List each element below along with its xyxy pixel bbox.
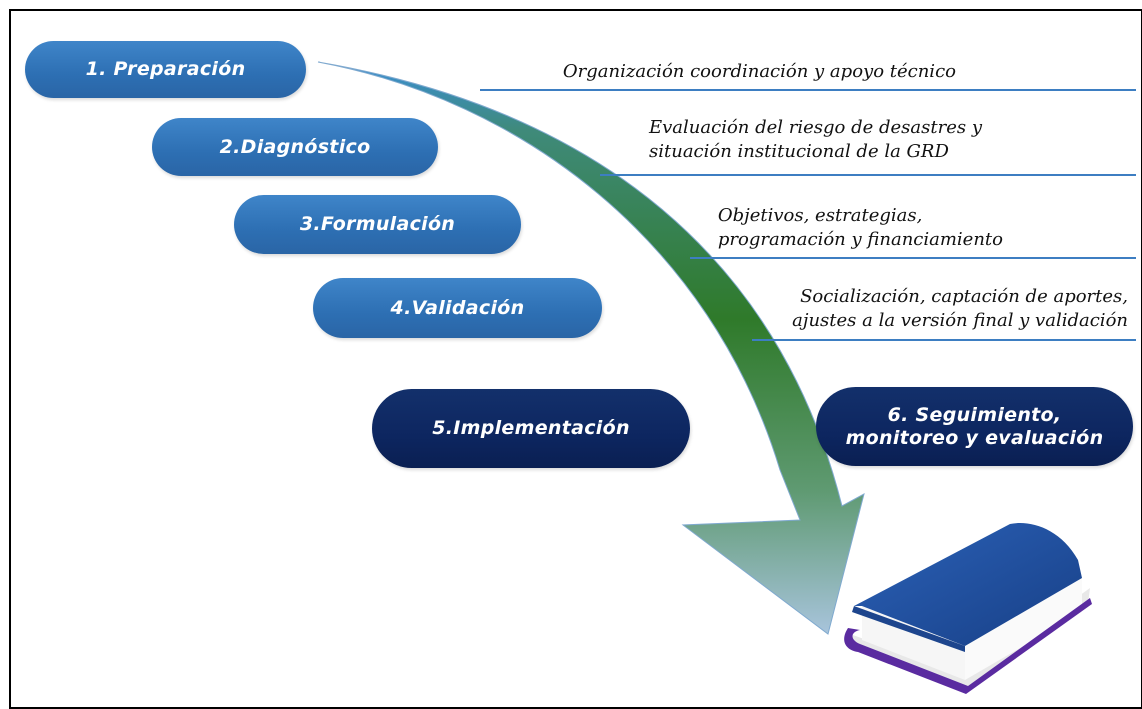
step-5-label: 5.Implementación bbox=[432, 417, 630, 440]
description-3-line2: programación y financiamiento bbox=[717, 229, 1003, 250]
description-2-line2: situación institucional de la GRD bbox=[649, 141, 949, 162]
description-1: Organización coordinación y apoyo técnic… bbox=[563, 60, 956, 84]
step-6-seguimiento: 6. Seguimiento, monitoreo y evaluación bbox=[816, 387, 1133, 466]
description-4-rule bbox=[752, 339, 1136, 341]
description-1-line1: Organización coordinación y apoyo técnic… bbox=[562, 61, 956, 82]
step-5-implementacion: 5.Implementación bbox=[372, 389, 690, 468]
description-2-rule bbox=[600, 174, 1136, 176]
step-6-label-line1: 6. Seguimiento, bbox=[887, 403, 1062, 426]
step-3-label: 3.Formulación bbox=[299, 213, 456, 236]
description-4-line1: Socialización, captación de aportes, bbox=[800, 286, 1128, 307]
step-2-diagnostico: 2.Diagnóstico bbox=[152, 118, 438, 176]
book-icon bbox=[844, 523, 1092, 694]
description-3-rule bbox=[690, 257, 1136, 259]
description-2-line1: Evaluación del riesgo de desastres y bbox=[649, 117, 982, 138]
step-1-preparacion: 1. Preparación bbox=[25, 41, 306, 98]
step-4-label: 4.Validación bbox=[390, 296, 525, 319]
step-3-formulacion: 3.Formulación bbox=[234, 195, 521, 254]
description-3-line1: Objetivos, estrategias, bbox=[717, 205, 923, 226]
step-6-label-line2: monitoreo y evaluación bbox=[845, 426, 1104, 449]
description-4-line2: ajustes a la versión final y validación bbox=[792, 310, 1128, 331]
step-2-label: 2.Diagnóstico bbox=[219, 135, 371, 158]
description-2: Evaluación del riesgo de desastres y sit… bbox=[649, 116, 982, 164]
step-4-validacion: 4.Validación bbox=[313, 278, 602, 338]
description-1-rule bbox=[480, 89, 1136, 91]
step-1-label: 1. Preparación bbox=[85, 58, 246, 81]
description-4: Socialización, captación de aportes, aju… bbox=[792, 285, 1128, 333]
description-3: Objetivos, estrategias, programación y f… bbox=[718, 204, 1003, 252]
curved-arrow-icon bbox=[317, 61, 865, 635]
